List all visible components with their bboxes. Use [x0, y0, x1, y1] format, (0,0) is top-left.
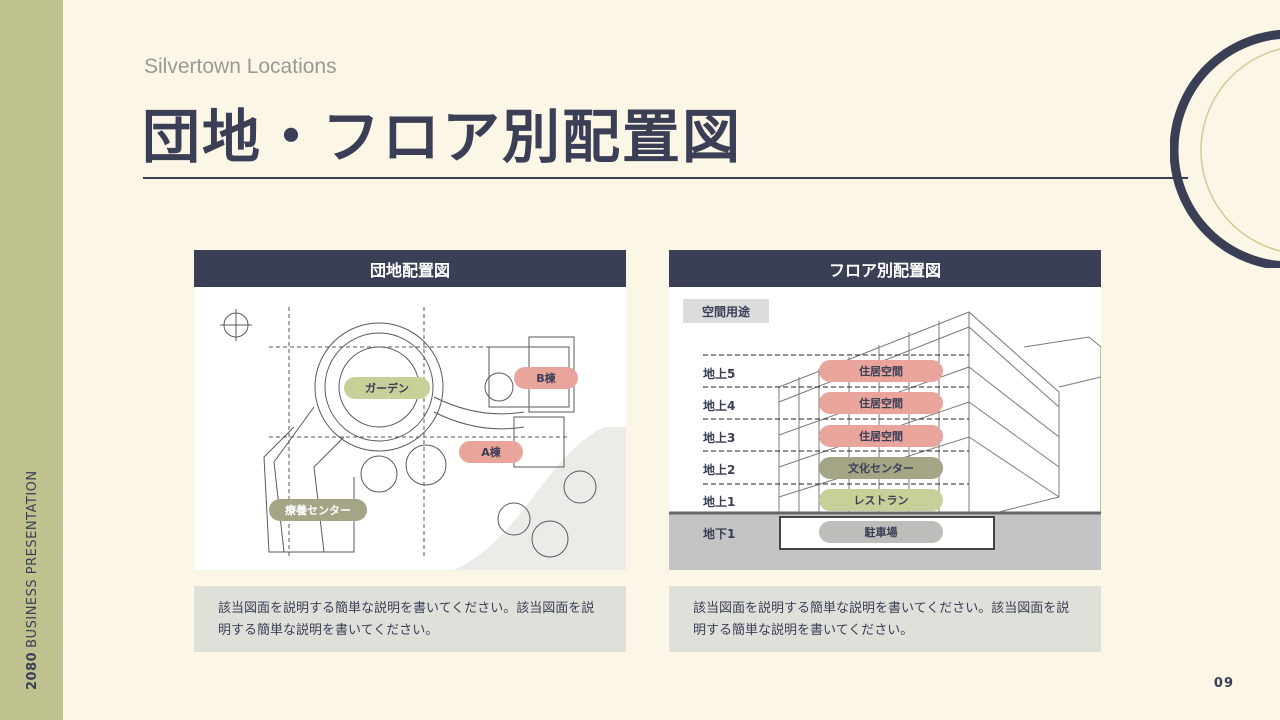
site-plan-drawing: ガーデン B棟 A棟 療養センター	[194, 287, 626, 570]
floor-plan-drawing: 空間用途 地上5 住居空間 地上4 住居空間 地上3 住居空間 地上2 文化セン…	[669, 287, 1101, 570]
usage-pill-3: 住居空間	[819, 425, 943, 447]
page-number: 09	[1213, 676, 1234, 691]
b-wing-label: B棟	[514, 367, 578, 389]
floor-label-2: 地上2	[703, 463, 736, 477]
floor-label-3: 地上3	[703, 431, 736, 445]
usage-pill-b1: 駐車場	[819, 521, 943, 543]
usage-pill-2: 文化センター	[819, 457, 943, 479]
floor-plan-card: フロア別配置図 空間用途 地上5	[669, 250, 1101, 652]
site-plan-sketch	[220, 307, 626, 570]
care-center-label: 療養センター	[269, 499, 367, 521]
site-plan-heading: 団地配置図	[194, 250, 626, 287]
page-subtitle: Silvertown Locations	[144, 55, 337, 78]
decorative-arc-icon	[1170, 29, 1280, 290]
site-plan-caption: 該当図面を説明する簡単な説明を書いてください。該当図面を説明する簡単な説明を書い…	[194, 586, 626, 652]
title-divider	[143, 177, 1188, 179]
usage-pill-4: 住居空間	[819, 392, 943, 414]
floor-label-1: 地上1	[703, 495, 736, 509]
a-wing-label: A棟	[459, 441, 523, 463]
usage-pill-5: 住居空間	[819, 360, 943, 382]
floor-label-5: 地上5	[703, 367, 736, 381]
usage-tag: 空間用途	[683, 299, 769, 323]
floor-plan-heading: フロア別配置図	[669, 250, 1101, 287]
usage-pill-1: レストラン	[819, 489, 943, 511]
page-title: 団地・フロア別配置図	[142, 103, 743, 171]
brand-vertical-text: 2080 BUSINESS PRESENTATION	[25, 470, 40, 690]
floor-label-4: 地上4	[703, 399, 736, 413]
site-plan-card: 団地配置図 ガーデン B棟 A棟 療養センター 該当図面	[194, 250, 626, 652]
floor-plan-caption: 該当図面を説明する簡単な説明を書いてください。該当図面を説明する簡単な説明を書い…	[669, 586, 1101, 652]
left-accent-bar: 2080 BUSINESS PRESENTATION	[0, 0, 63, 720]
floor-label-b1: 地下1	[703, 527, 736, 541]
brand-label: BUSINESS PRESENTATION	[25, 470, 40, 648]
brand-year: 2080	[25, 651, 40, 690]
garden-label: ガーデン	[344, 377, 430, 399]
